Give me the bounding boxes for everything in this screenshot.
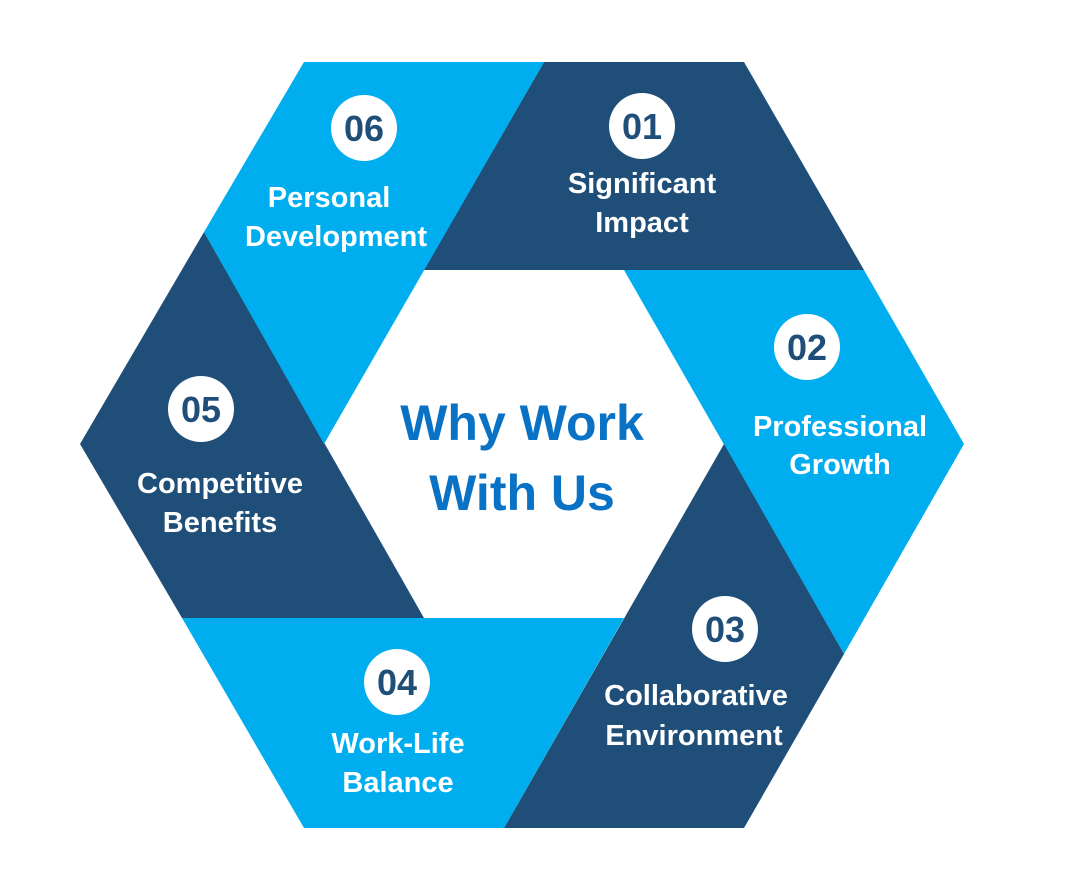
segment-03: 03 Collaborative Environment bbox=[604, 596, 788, 752]
segment-06-shape bbox=[204, 62, 544, 444]
segment-06-number-badge bbox=[331, 95, 397, 161]
segment-04-shape bbox=[182, 618, 624, 828]
segment-01-label-line2: Impact bbox=[595, 207, 689, 239]
segment-04-label-line2: Balance bbox=[342, 767, 453, 799]
segment-06-number: 06 bbox=[344, 108, 384, 149]
segment-02-shape bbox=[624, 270, 964, 654]
segment-05-shape bbox=[80, 232, 424, 618]
segment-03-shape bbox=[504, 444, 844, 828]
segment-05-number-badge bbox=[168, 376, 234, 442]
segment-03-label-line1: Collaborative bbox=[604, 680, 788, 712]
segment-06-label-line1: Personal bbox=[268, 182, 391, 214]
segment-05: 05 Competitive Benefits bbox=[137, 376, 303, 539]
segment-04: 04 Work-Life Balance bbox=[331, 649, 465, 799]
segment-03-label-line2: Environment bbox=[605, 720, 783, 752]
center-title-line2: With Us bbox=[429, 465, 615, 521]
segments-layer bbox=[80, 62, 964, 828]
segment-06: 06 Personal Development bbox=[245, 95, 427, 253]
segment-03-number-badge bbox=[692, 596, 758, 662]
segment-05-number: 05 bbox=[181, 389, 221, 430]
segment-04-number: 04 bbox=[377, 662, 417, 703]
segment-02-number-badge bbox=[774, 314, 840, 380]
segment-01-number: 01 bbox=[622, 106, 662, 147]
segment-02: 02 Professional Growth bbox=[753, 314, 927, 481]
center-title-line1: Why Work bbox=[400, 395, 644, 451]
segment-01-shape bbox=[424, 62, 864, 270]
segment-05-label-line1: Competitive bbox=[137, 468, 303, 500]
segment-06-label-line2: Development bbox=[245, 221, 427, 253]
segment-01-number-badge bbox=[609, 93, 675, 159]
segment-02-number: 02 bbox=[787, 327, 827, 368]
segment-04-number-badge bbox=[364, 649, 430, 715]
segment-01: 01 Significant Impact bbox=[568, 93, 717, 239]
segment-02-label-line2: Growth bbox=[789, 449, 891, 481]
segment-03-number: 03 bbox=[705, 609, 745, 650]
segment-01-label-line1: Significant bbox=[568, 168, 717, 200]
segment-05-label-line2: Benefits bbox=[163, 507, 277, 539]
segment-02-label-line1: Professional bbox=[753, 411, 927, 443]
segment-04-label-line1: Work-Life bbox=[331, 728, 464, 760]
